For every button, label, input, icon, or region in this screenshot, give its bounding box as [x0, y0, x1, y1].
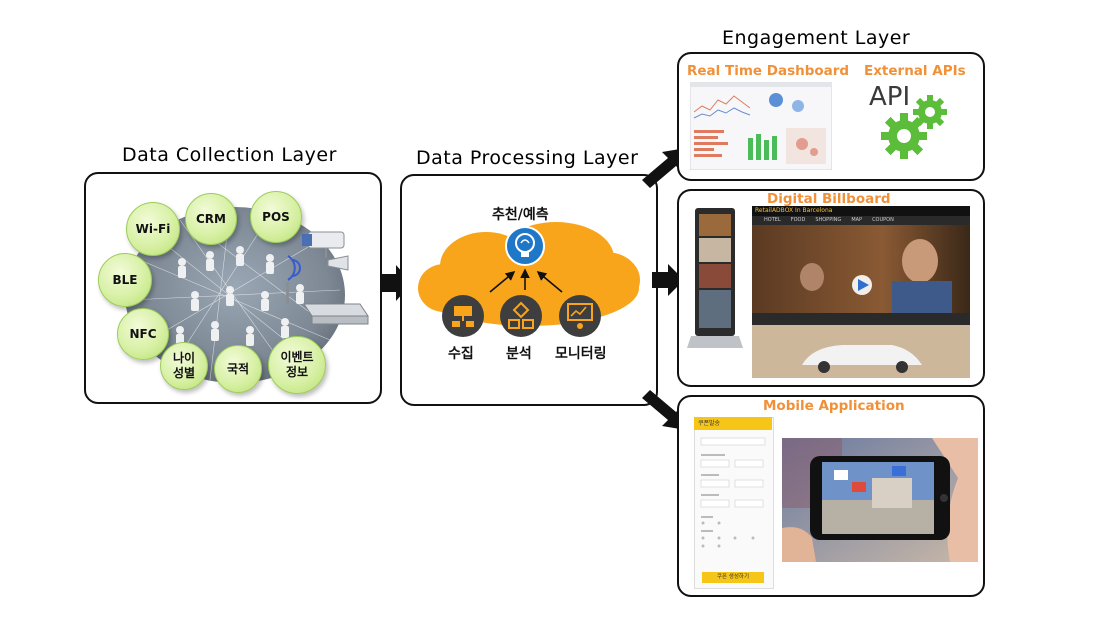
collect-icon: [442, 295, 484, 337]
gears-icon: [881, 95, 947, 159]
sensor-devices-illustration: [286, 231, 369, 325]
mobile-form-header: 쿠폰발송: [694, 417, 772, 430]
source-nationality: 국적: [214, 345, 262, 393]
source-age-gender: 나이 성별: [160, 342, 208, 390]
step-collect: 수집: [448, 346, 474, 362]
source-nfc: NFC: [117, 308, 169, 360]
kiosk-stand-illustration: [687, 208, 743, 348]
dashboard-screenshot: [690, 82, 832, 170]
engagement-layer-title: Engagement Layer: [722, 27, 911, 49]
analyze-icon: [500, 295, 542, 337]
source-pos: POS: [250, 191, 302, 243]
dashboard-title: Real Time Dashboard: [687, 63, 850, 79]
source-event-info: 이벤트 정보: [268, 336, 326, 394]
phone-ar-illustration: [782, 438, 978, 562]
billboard-menu-map: MAP: [851, 217, 863, 223]
processing-goal: 추천/예측: [492, 207, 549, 223]
billboard-menu-hotel: HOTEL: [764, 217, 781, 223]
mobile-title: Mobile Application: [763, 398, 905, 414]
billboard-menu-coupon: COUPON: [872, 217, 894, 223]
collection-layer-title: Data Collection Layer: [122, 144, 337, 166]
mobile-generate-coupon-button[interactable]: 쿠폰 생성하기: [702, 572, 764, 583]
source-crm: CRM: [185, 193, 237, 245]
step-analyze: 분석: [506, 346, 532, 362]
source-ble: BLE: [98, 253, 152, 307]
source-wifi: Wi-Fi: [126, 202, 180, 256]
mobile-form-fields: [700, 437, 766, 548]
billboard-header: RetailADBOX In Barcelona: [752, 206, 970, 216]
arrow-to-dashboard: [642, 148, 686, 188]
billboard-menu: HOTEL FOOD SHOPPING MAP COUPON: [752, 216, 970, 225]
step-monitoring: 모니터링: [555, 346, 607, 362]
billboard-video-frame: [752, 225, 970, 378]
monitoring-icon: [559, 295, 601, 337]
processing-layer-title: Data Processing Layer: [416, 147, 639, 169]
arrow-to-billboard: [652, 264, 684, 296]
api-text: API: [869, 82, 911, 112]
brain-idea-icon: [505, 226, 545, 266]
arrow-to-mobile: [642, 390, 686, 430]
apis-title: External APIs: [864, 63, 966, 79]
processing-arrows: [489, 268, 563, 293]
billboard-menu-shopping: SHOPPING: [815, 217, 842, 223]
billboard-title: Digital Billboard: [767, 191, 891, 207]
billboard-menu-food: FOOD: [790, 217, 806, 223]
